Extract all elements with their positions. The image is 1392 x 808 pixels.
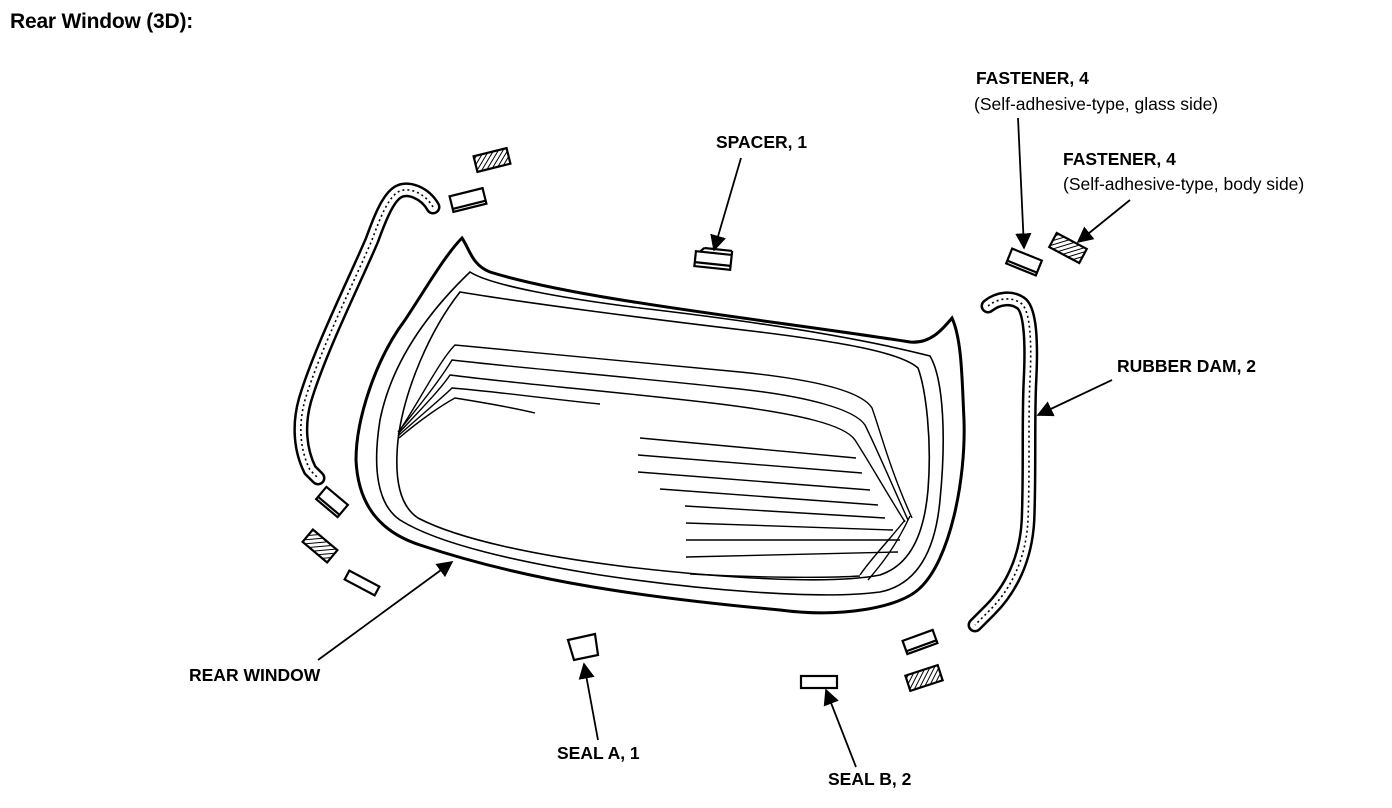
seal-b-left <box>343 569 381 597</box>
fastener-glass-side <box>314 186 1044 656</box>
fastener-body-left <box>301 528 339 564</box>
arrow-rubber-dam <box>1036 379 1113 417</box>
arrow-seal-a <box>578 662 599 741</box>
arrow-seal-b <box>823 688 857 768</box>
spacer-part <box>693 246 734 272</box>
rubber-dam-right <box>967 291 1039 633</box>
label-seal-b: SEAL B, 2 <box>828 769 912 789</box>
seal-b-bottom <box>799 674 839 690</box>
label-fastener-body: FASTENER, 4 <box>1063 149 1176 169</box>
fastener-glass-left <box>314 485 350 519</box>
seal-b-parts <box>343 569 839 690</box>
fastener-glass-top-left <box>448 186 488 214</box>
fastener-body-top-right <box>1047 231 1089 265</box>
fastener-glass-top-right <box>1004 247 1044 277</box>
label-rear-window: REAR WINDOW <box>189 665 321 685</box>
seal-a-part <box>566 632 600 662</box>
label-fastener-glass-note: (Self-adhesive-type, glass side) <box>974 94 1219 114</box>
label-fastener-body-note: (Self-adhesive-type, body side) <box>1063 174 1305 194</box>
fastener-body-side <box>301 146 1089 693</box>
fastener-glass-right <box>901 628 939 656</box>
label-rubber-dam: RUBBER DAM, 2 <box>1117 356 1257 376</box>
rubber-dam-left <box>293 182 441 486</box>
arrow-fastener-glass <box>1015 117 1032 250</box>
label-fastener-glass: FASTENER, 4 <box>976 68 1089 88</box>
arrow-rear-window <box>317 561 454 661</box>
fastener-body-right <box>903 663 945 693</box>
leader-arrows <box>317 117 1131 768</box>
arrow-spacer <box>710 157 742 252</box>
arrow-fastener-body <box>1076 199 1131 244</box>
diagram-title: Rear Window (3D): <box>10 10 194 33</box>
rear-window-glass <box>354 235 966 615</box>
label-seal-a: SEAL A, 1 <box>557 743 640 763</box>
fastener-body-top-left <box>472 146 512 174</box>
label-spacer: SPACER, 1 <box>716 132 808 152</box>
